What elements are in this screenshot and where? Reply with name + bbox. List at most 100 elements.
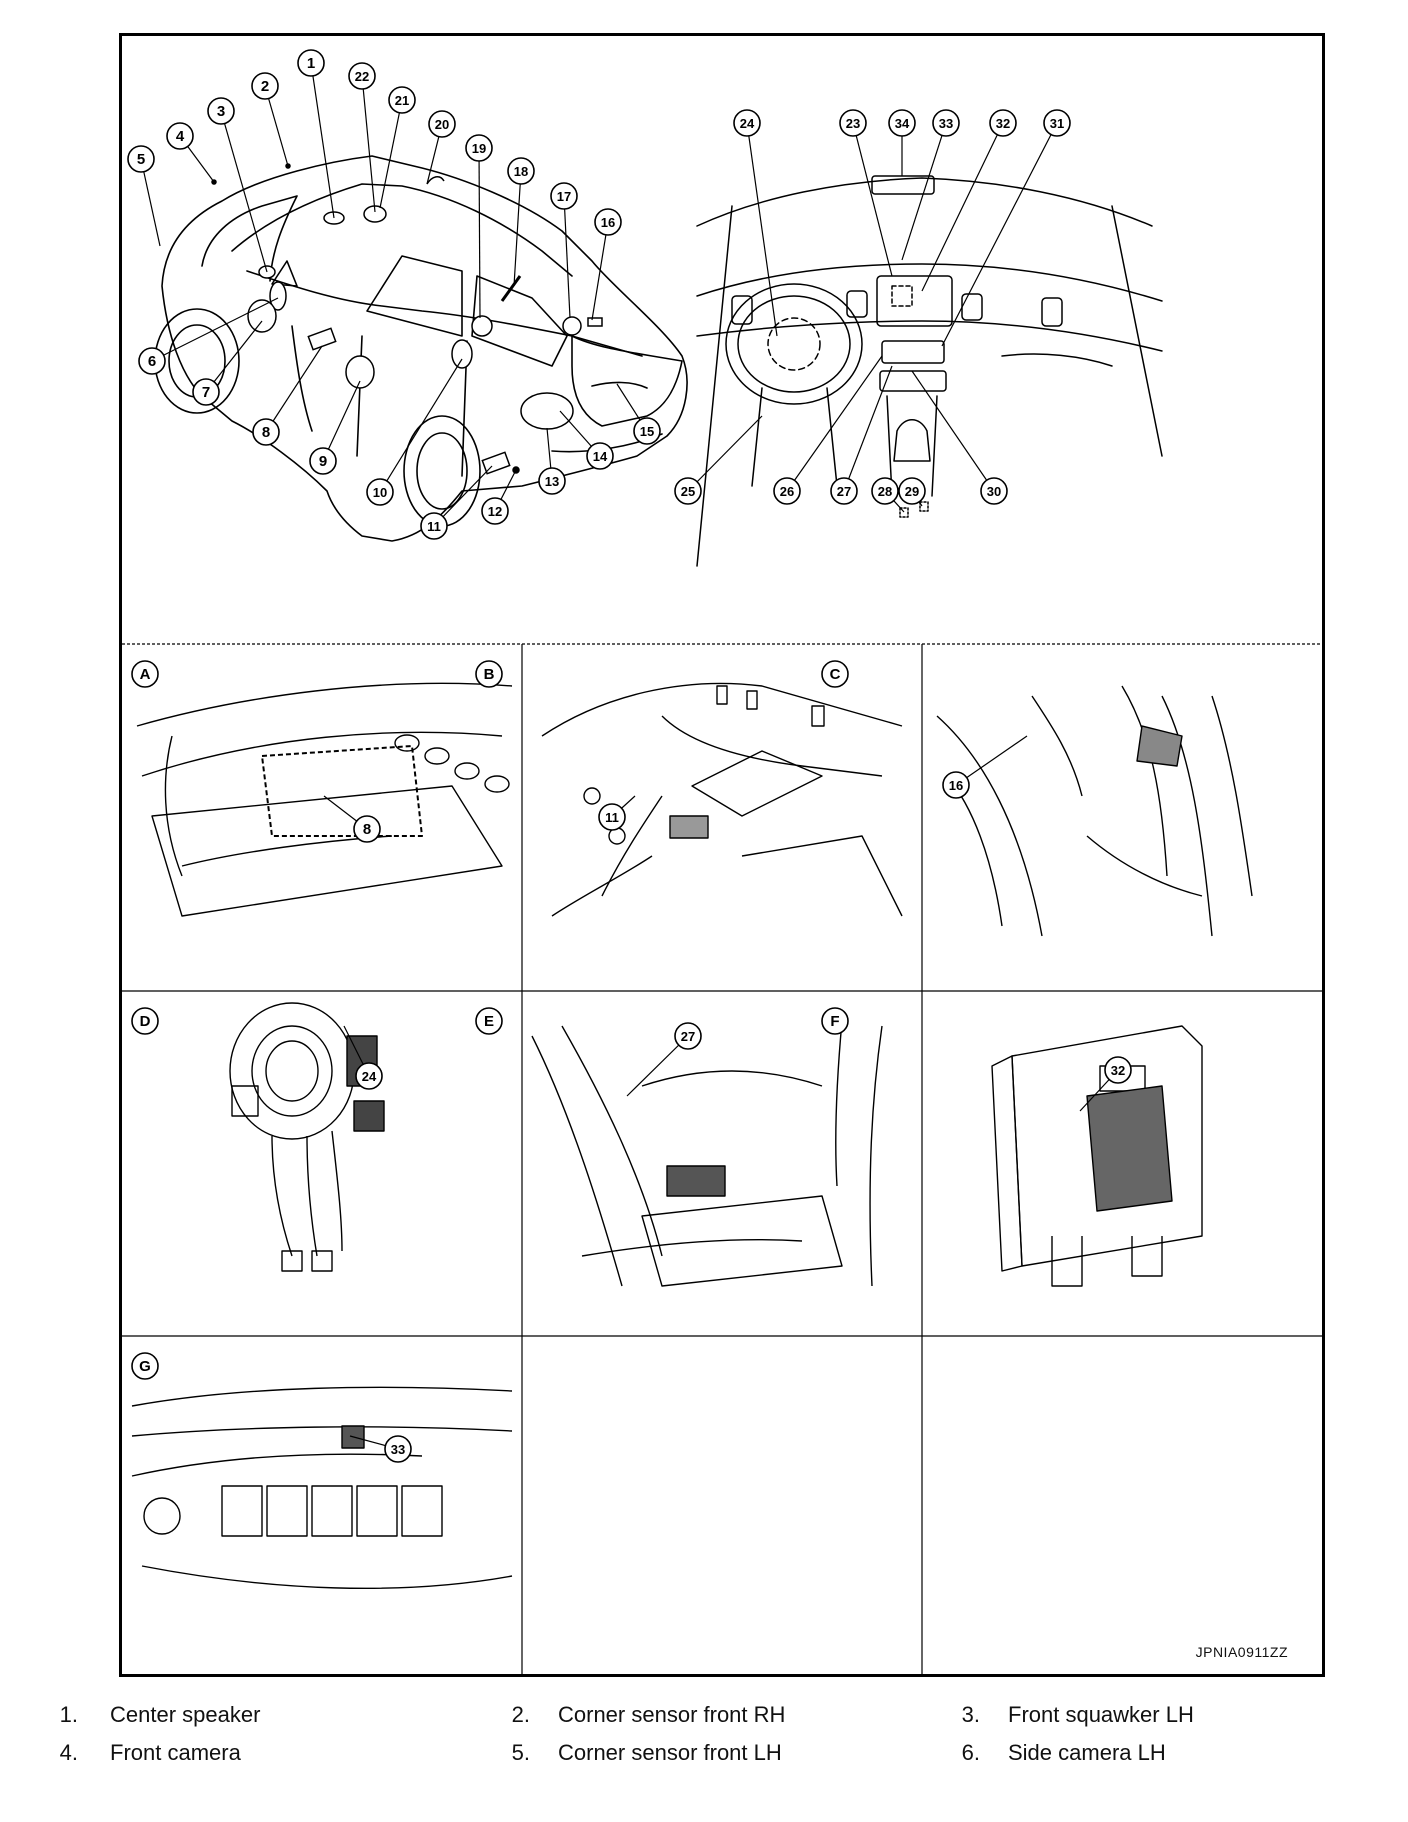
panel-c-callout-16: 16 [942,771,970,799]
svg-text:23: 23 [846,116,860,131]
svg-text:34: 34 [895,116,910,131]
svg-text:10: 10 [373,485,387,500]
leader-lines [140,62,1119,1450]
panel-letter-d: D [131,1007,159,1035]
panel-g-illustration [131,1386,513,1590]
panel-letter-b: B [475,660,503,688]
panel-d-callout-24: 24 [355,1062,383,1090]
leader-line [911,370,995,492]
svg-text:28: 28 [878,484,892,499]
svg-text:7: 7 [202,384,210,401]
leader-line [140,158,161,247]
legend-number: 4. [59,1740,78,1765]
callout-21: 21 [388,86,416,114]
panel-b-illustration [541,682,903,917]
callout-30: 30 [980,477,1008,505]
panel-b-callout-11: 11 [598,803,626,831]
callout-31: 31 [1043,109,1071,137]
leader-line [322,380,361,462]
svg-text:12: 12 [488,504,502,519]
leader-line [626,1035,689,1097]
leader-line [205,320,263,393]
panel-g-callout-33: 33 [384,1435,412,1463]
svg-text:D: D [140,1013,151,1030]
legend-label: Front camera [110,1740,241,1765]
panel-a-callout-8: 8 [353,815,381,843]
callout-25: 25 [674,477,702,505]
leader-line [921,122,1004,292]
leader-line [151,297,279,362]
callout-6: 6 [138,347,166,375]
leader-line [379,358,463,493]
callout-27: 27 [830,477,858,505]
leader-line [746,122,778,337]
leader-line [843,365,893,492]
panel-letter-a: A [131,660,159,688]
callout-3: 3 [207,97,235,125]
callout-15: 15 [633,417,661,445]
svg-text:11: 11 [427,519,441,534]
leader-line [379,99,403,209]
svg-text:G: G [139,1358,151,1375]
panel-letter-f: F [821,1007,849,1035]
svg-text:32: 32 [1111,1063,1125,1078]
svg-text:17: 17 [557,189,571,204]
leader-line [591,221,609,321]
callout-7: 7 [192,378,220,406]
leader-line [941,122,1058,347]
leader-line [563,195,571,319]
svg-text:33: 33 [939,116,953,131]
leader-line [478,147,481,319]
leader-line [264,85,289,167]
panel-letter-g: G [131,1352,159,1380]
callout-20: 20 [428,110,456,138]
svg-text:31: 31 [1050,116,1064,131]
svg-text:24: 24 [740,116,755,131]
leader-line [852,122,893,277]
leader-line [433,465,493,527]
dashboard-illustration [696,175,1163,567]
svg-text:F: F [830,1013,839,1030]
legend-label: Side camera LH [1008,1740,1166,1765]
callout-11: 11 [420,512,448,540]
svg-text:1: 1 [307,55,315,72]
leader-line [310,62,335,219]
panel-letter-e: E [475,1007,503,1035]
vehicle-components [211,163,603,475]
legend-item: 6.Side camera LH [0,1738,1408,1768]
leader-line [955,735,1028,786]
svg-text:32: 32 [996,116,1010,131]
leader-line [220,110,268,273]
svg-text:29: 29 [905,484,919,499]
callout-5: 5 [127,145,155,173]
panel-grid [122,643,1322,1674]
legend-label: Front squawker LH [1008,1702,1194,1727]
legend-number: 1. [59,1702,78,1727]
leader-line [901,122,947,261]
svg-text:9: 9 [319,453,327,470]
svg-text:30: 30 [987,484,1001,499]
callout-4: 4 [166,122,194,150]
callout-9: 9 [309,447,337,475]
svg-text:22: 22 [355,69,369,84]
callout-12: 12 [481,497,509,525]
legend-label: Corner sensor front LH [558,1740,782,1765]
legend-number: 5. [511,1740,530,1765]
svg-text:4: 4 [176,128,185,145]
leader-line [513,170,522,287]
callout-17: 17 [550,182,578,210]
svg-text:26: 26 [780,484,794,499]
legend-item: 4. Front camera [0,1738,1408,1768]
svg-text:A: A [140,666,151,683]
svg-text:5: 5 [137,151,145,168]
panel-a-illustration [136,682,513,917]
svg-text:6: 6 [148,353,156,370]
panel-f-callout-32: 32 [1104,1056,1132,1084]
callout-22: 22 [348,62,376,90]
svg-text:2: 2 [261,78,269,95]
svg-text:8: 8 [262,424,270,441]
svg-text:16: 16 [601,215,615,230]
legend-label: Center speaker [110,1702,261,1727]
callout-19: 19 [465,134,493,162]
